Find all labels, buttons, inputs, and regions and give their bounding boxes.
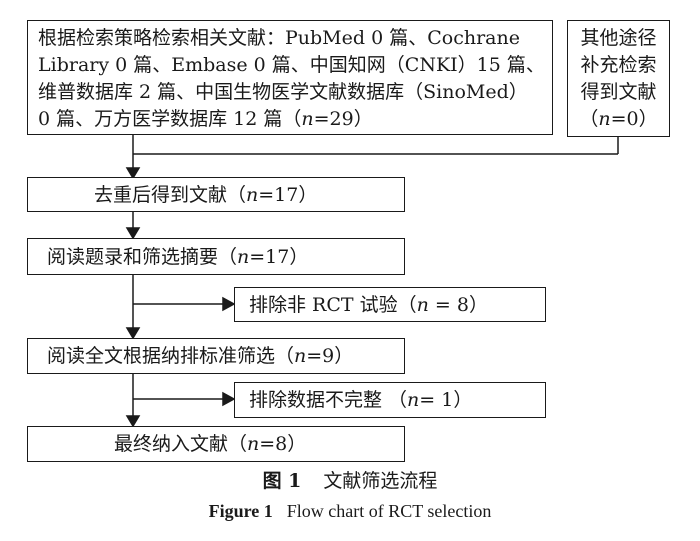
other-line-1: 其他途径 <box>580 27 657 49</box>
fulltext-box: 阅读全文根据纳排标准筛选（n=9） <box>27 338 405 374</box>
fulltext-label: 阅读全文根据纳排标准筛选（n=9） <box>47 345 354 367</box>
caption-chinese-label: 图 1 <box>262 470 302 492</box>
search-line-3: 维普数据库 2 篇、中国生物医学文献数据库（SinoMed） <box>38 81 528 103</box>
dedup-box: 去重后得到文献（n=17） <box>27 177 405 212</box>
dedup-label: 去重后得到文献（n=17） <box>94 184 318 206</box>
screening-box: 阅读题录和筛选摘要（n=17） <box>27 238 405 275</box>
screening-label: 阅读题录和筛选摘要（n=17） <box>47 246 309 268</box>
exclusion-non-rct-box: 排除非 RCT 试验（n = 8） <box>234 287 546 322</box>
caption-english: Figure 1 Flow chart of RCT selection <box>0 501 700 522</box>
exclusion-incomplete-label: 排除数据不完整 （n= 1） <box>249 389 473 411</box>
search-line-2: Library 0 篇、Embase 0 篇、中国知网（CNKI）15 篇、 <box>38 54 545 76</box>
other-line-3: 得到文献 <box>580 81 657 103</box>
final-included-box: 最终纳入文献（n=8） <box>27 426 405 462</box>
other-sources-box: 其他途径 补充检索 得到文献 （n=0） <box>567 20 670 137</box>
arrowhead-exclude2 <box>222 391 236 407</box>
exclusion-incomplete-box: 排除数据不完整 （n= 1） <box>234 382 546 418</box>
final-included-label: 最终纳入文献（n=8） <box>114 433 307 455</box>
arrowhead-fulltext <box>125 327 141 340</box>
arrowhead-screen <box>125 227 141 240</box>
arrowhead-dedup <box>125 167 141 180</box>
exclusion-non-rct-label: 排除非 RCT 试验（n = 8） <box>249 294 488 316</box>
search-line-4: 0 篇、万方医学数据库 12 篇（n=29） <box>38 108 373 130</box>
arrowhead-exclude1 <box>222 296 236 312</box>
caption-chinese-text: 文献筛选流程 <box>323 470 438 492</box>
caption-english-text: Flow chart of RCT selection <box>286 501 492 521</box>
caption-english-label: Figure 1 <box>208 501 273 521</box>
other-line-2: 补充检索 <box>580 54 657 76</box>
search-line-1: 根据检索策略检索相关文献：PubMed 0 篇、Cochrane <box>38 27 520 49</box>
other-line-4: （n=0） <box>579 108 658 130</box>
arrowhead-final <box>125 415 141 428</box>
search-results-box: 根据检索策略检索相关文献：PubMed 0 篇、Cochrane Library… <box>27 20 553 135</box>
caption-chinese: 图 1 文献筛选流程 <box>0 466 700 493</box>
